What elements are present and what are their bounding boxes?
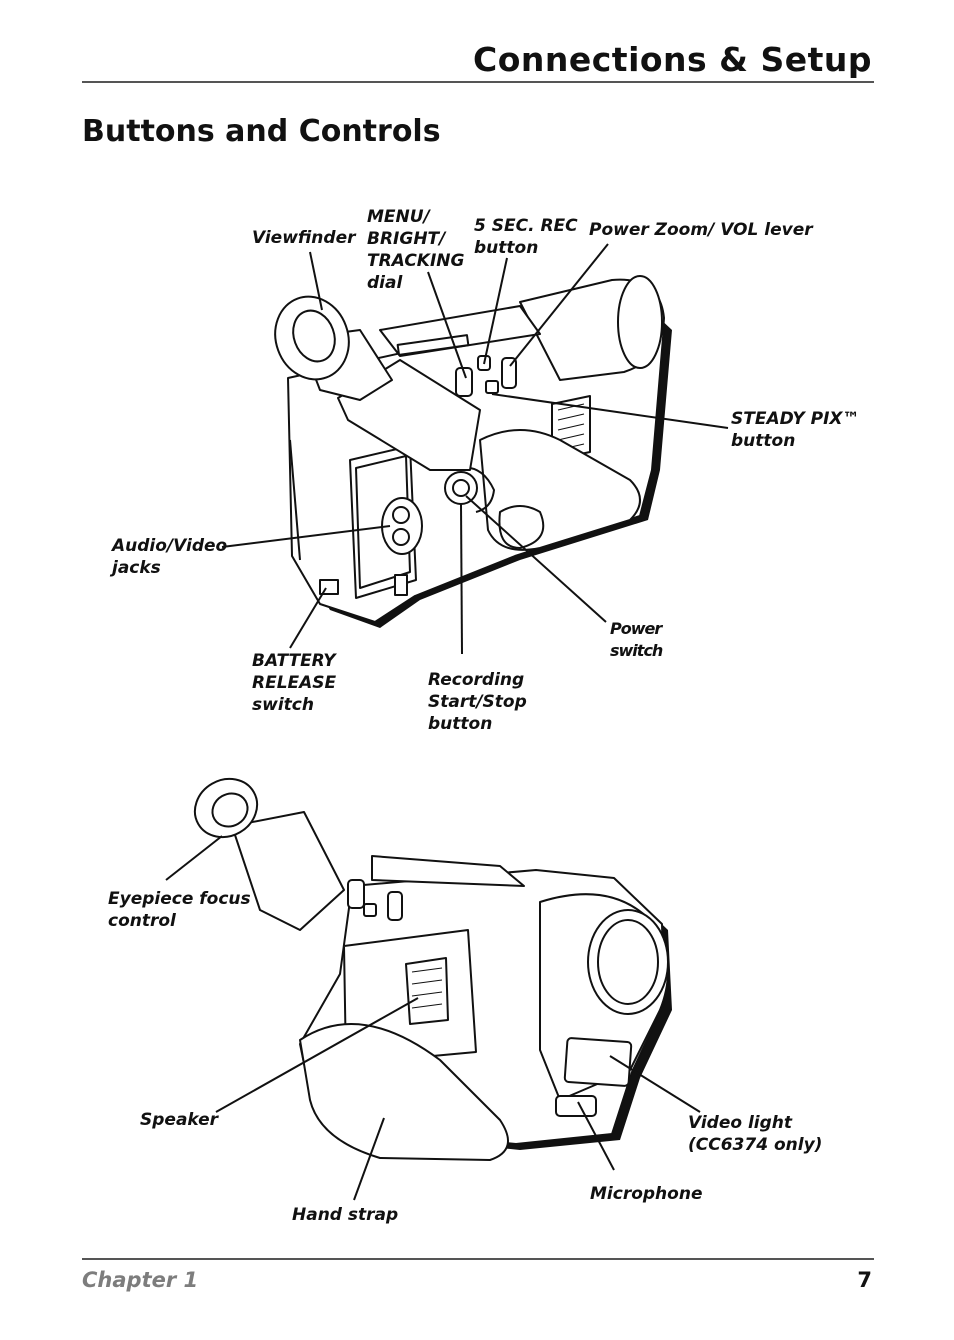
header-title: Connections & Setup — [472, 40, 872, 79]
label-speaker: Speaker — [140, 1110, 219, 1130]
label-5sec-rec-button: 5 SEC. REC button — [474, 216, 578, 258]
label-microphone: Microphone — [590, 1184, 703, 1204]
page-number: 7 — [857, 1268, 872, 1292]
header-rule — [82, 81, 874, 83]
camcorder-rear-view — [274, 275, 672, 628]
footer-rule — [82, 1258, 874, 1260]
label-audio-video-jacks: Audio/Video jacks — [112, 536, 228, 578]
label-recording-start-stop-button: Recording Start/Stop button — [428, 670, 527, 734]
label-steady-pix-button: STEADY PIX™ button — [731, 409, 860, 451]
label-power-switch: Power switch — [610, 619, 663, 660]
label-eyepiece-focus-control: Eyepiece focus control — [108, 889, 251, 931]
label-battery-release-switch: BATTERY RELEASE switch — [252, 651, 337, 715]
section-title: Buttons and Controls — [82, 114, 441, 149]
camcorder-front-view — [193, 777, 672, 1161]
label-viewfinder: Viewfinder — [252, 228, 356, 248]
label-hand-strap: Hand strap — [292, 1205, 399, 1225]
label-video-light: Video light (CC6374 only) — [688, 1113, 823, 1155]
label-power-zoom-vol-lever: Power Zoom/ VOL lever — [589, 220, 813, 240]
label-menu-dial: MENU/ BRIGHT/ TRACKING dial — [367, 207, 465, 293]
footer-chapter: Chapter 1 — [82, 1268, 199, 1292]
